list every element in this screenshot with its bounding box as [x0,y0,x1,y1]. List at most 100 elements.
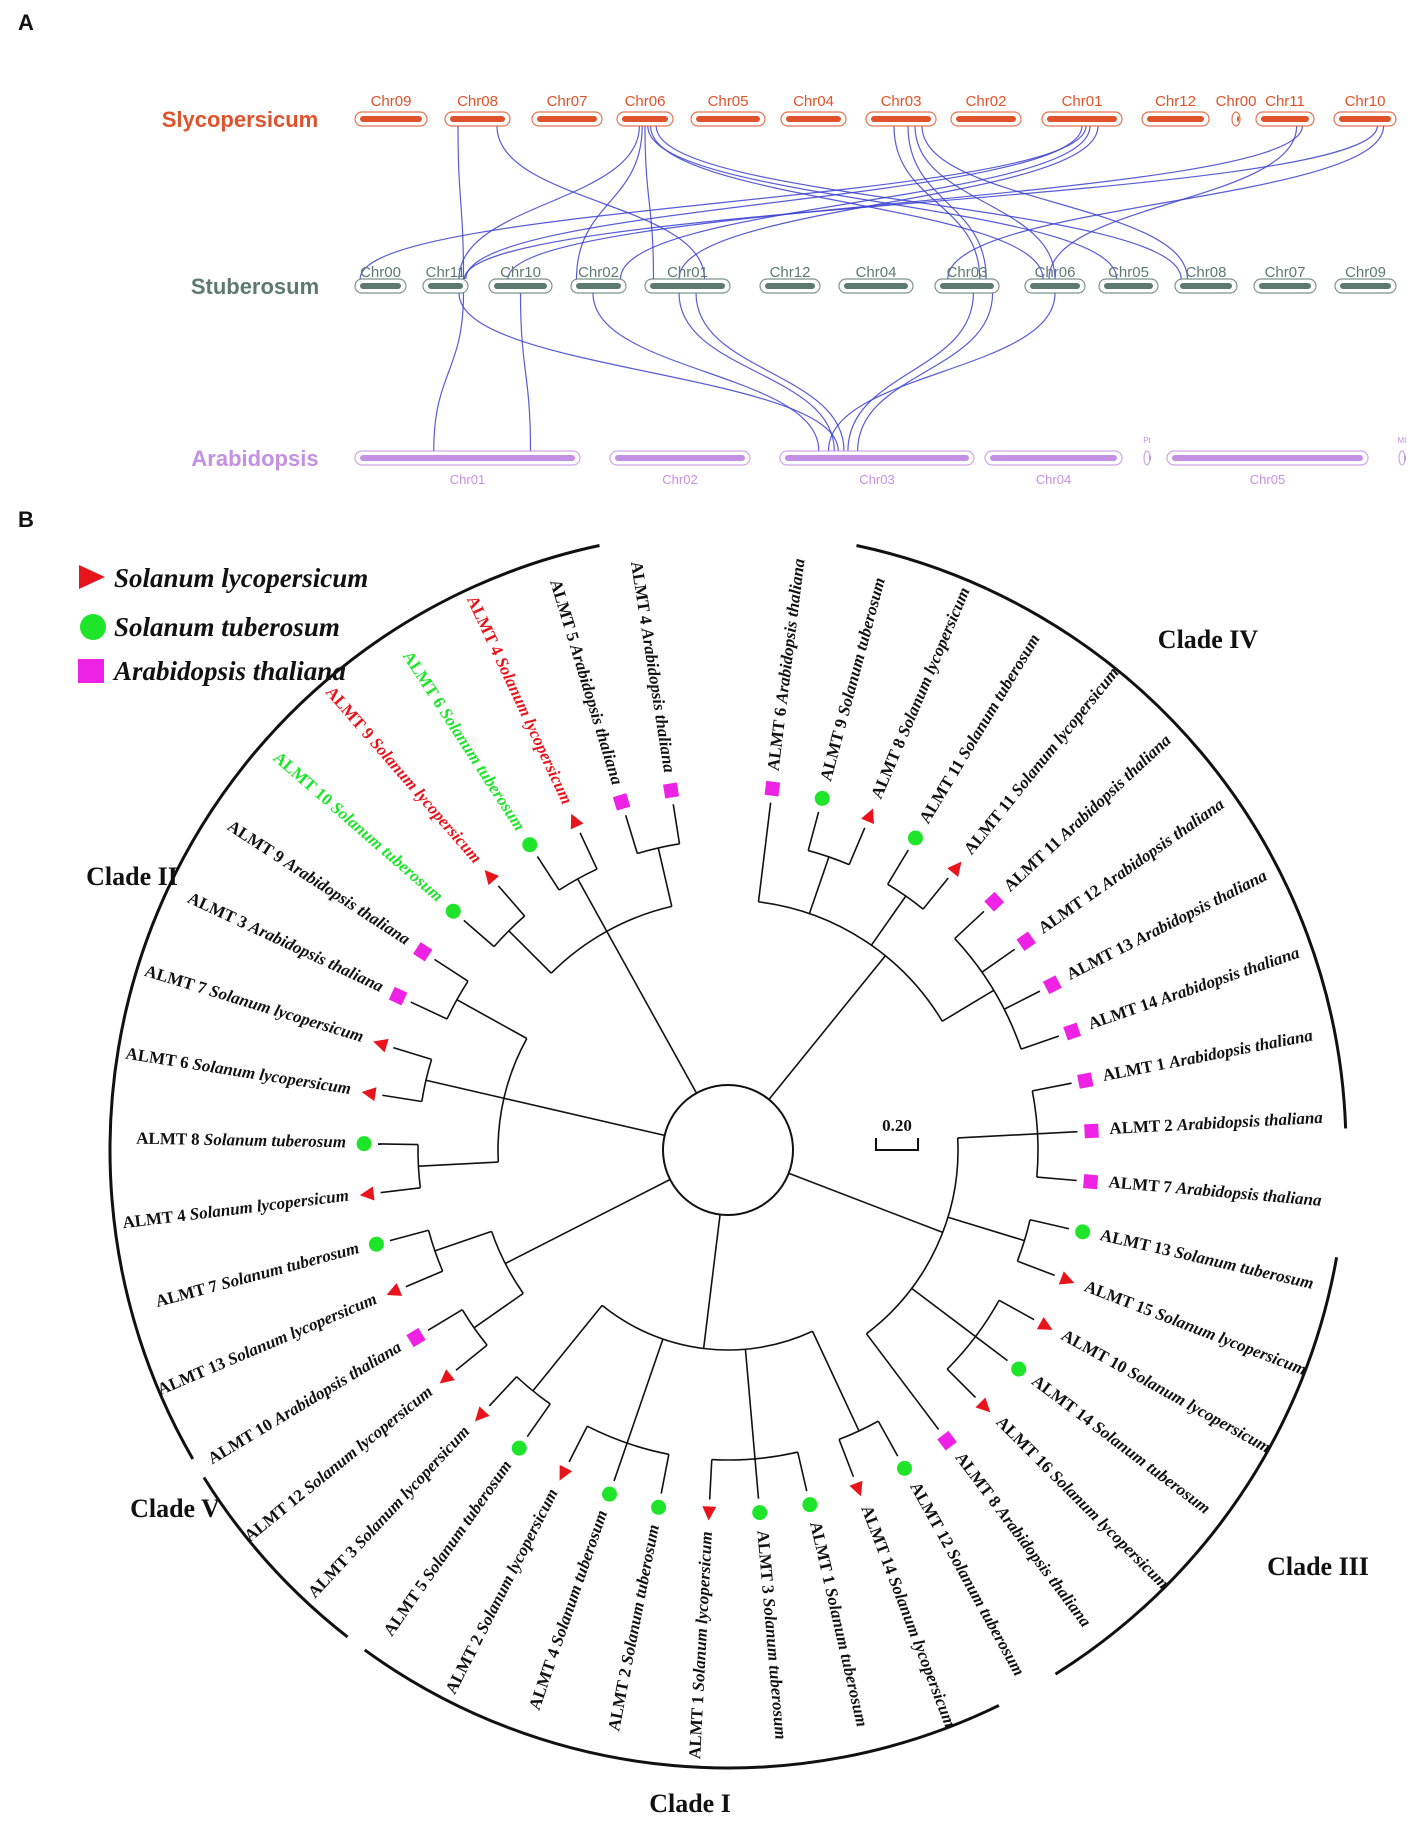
leaf-marker-square-icon [612,793,631,811]
leaf-gene: ALMT 10 [270,748,340,812]
tree-branch [838,1439,855,1478]
leaf-marker-square-icon [1077,1072,1094,1089]
leaf-label: ALMT 1 Solanum tuberosum [806,1520,872,1729]
chromosome-bar [360,455,575,461]
chromosome-label: Chr01 [450,472,485,487]
tree-branch [624,815,639,854]
chromosome-bar [1404,455,1406,461]
leaf-species: Solanum lycopersicum [189,1186,350,1224]
leaf-gene: ALMT 14 [858,1503,903,1581]
tree-branch [957,1132,1038,1139]
tree-branch [954,938,1022,1050]
synteny-link [507,125,1303,280]
chromosome-label: Chr05 [1108,264,1149,281]
leaf-gene: ALMT 8 [136,1129,204,1149]
synteny-link [463,125,1378,280]
tree-branch [488,1376,518,1407]
tree-branch [1016,1219,1031,1262]
tree-branch [427,1230,444,1272]
chromosome-bar [1261,116,1309,122]
clade-label: Clade IV [1158,625,1259,654]
leaf-gene: ALMT 13 [1063,932,1140,984]
tree-branch [410,1001,448,1020]
chromosome-bar [786,116,841,122]
scale-bar: 0.20 [875,1116,919,1151]
tree-branch [1020,1035,1060,1050]
tree-branch [613,1442,628,1482]
leaf-gene: ALMT 4 [525,1642,565,1712]
synteny-link [647,125,1118,280]
tree-branch [446,980,469,1020]
tree-branch [405,1270,443,1288]
leaf-gene: ALMT 2 [441,1628,489,1697]
leaf-gene: ALMT 1 [806,1520,840,1590]
leaf-gene: ALMT 11 [915,752,970,826]
chromosome-bar [871,116,931,122]
tree-branch [579,832,598,870]
leaf-marker-square-icon [1063,1022,1082,1041]
leaf-marker-square-icon [1083,1174,1099,1190]
leaf-label: ALMT 2 Solanum tuberosum [604,1523,663,1733]
tree-branch [503,1097,665,1137]
leaf-label: ALMT 7 Solanum tuberosum [153,1238,361,1311]
synteny-link [457,125,465,280]
leaf-marker-square-icon [1084,1123,1099,1139]
tree-branch [1032,1082,1072,1092]
leaf-species: Solanum lycopersicum [207,981,366,1046]
leaf-gene: ALMT 14 [1086,990,1164,1033]
chromosome-label: Chr07 [547,93,588,110]
tree-branch [660,1454,670,1494]
synteny-link [496,125,706,280]
leaf-gene: ALMT 6 [399,648,452,715]
chromosome-bar [1030,283,1080,289]
leaf-species: Solanum tuberosum [943,1545,1029,1679]
chromosome-bar [990,455,1117,461]
chromosome-label: Chr01 [667,264,708,281]
leaf-species: Solanum tuberosum [547,1508,611,1649]
leaf-label: ALMT 11 Solanum lycopersicum [960,663,1123,858]
tree-branch [657,847,673,907]
leaf-species: Arabidopsis thaliana [1130,866,1270,950]
chromosome-label: Chr08 [457,93,498,110]
leaf-species: Solanum tuberosum [617,1523,663,1666]
tree-branch [568,1425,588,1463]
leaf-gene: ALMT 12 [240,1483,311,1546]
tree-branch [497,1038,528,1163]
tree-branch [550,905,672,974]
tree-branch [758,901,943,1022]
leaf-species: Solanum lycopersicum [191,1054,352,1098]
synteny-link [1048,125,1298,280]
leaf-marker-triangle-icon [484,870,500,886]
chromosome-label: Chr11 [426,264,466,281]
leaf-label: ALMT 7 Arabidopsis thaliana [1108,1172,1323,1210]
chromosome-label: Chr06 [1035,264,1076,281]
tree-branch [418,1161,499,1168]
tree-branch [877,1420,899,1457]
leaf-gene: ALMT 7 [1108,1172,1177,1197]
tree-branch [865,1333,916,1399]
clade-arc [1054,1257,1339,1676]
leaf-marker-triangle-icon [861,808,874,825]
leaf-label: ALMT 9 Solanum lycopersicum [322,682,486,866]
leaf-species: Solanum lycopersicum [689,1531,716,1692]
tree-branch [434,1230,492,1252]
tree-branch [1003,990,1041,1010]
leaf-species: Solanum tuberosum [834,575,889,717]
leaf-marker-circle-icon [1011,1361,1027,1377]
tree-branch [389,1229,429,1242]
tree-branch [508,930,552,974]
leaf-species: Arabidopsis thaliana [1166,1025,1314,1072]
leaf-marker-square-icon [764,780,781,797]
leaf-gene: ALMT 8 [952,1448,1008,1514]
chromosome-label: Chr12 [1155,93,1196,110]
chromosome-bar [650,283,725,289]
leaf-species: Solanum lycopersicum [1046,1466,1173,1593]
leaf-gene: ALMT 5 [546,577,584,647]
tree-branch [788,1172,944,1234]
tree-branch [954,910,985,940]
tree-branch [946,1299,1000,1370]
synteny-links [359,125,1385,452]
